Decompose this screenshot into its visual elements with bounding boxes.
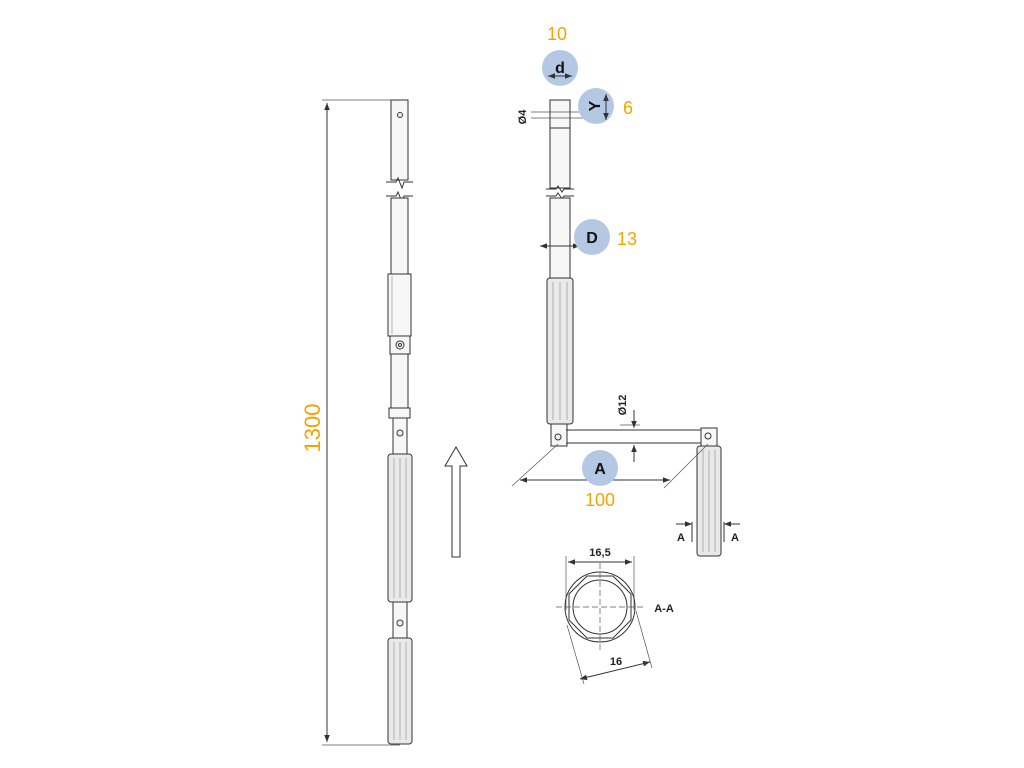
D-badge	[574, 219, 610, 255]
folded-view: 10 d Ø4 Y 6 D 13	[511, 24, 740, 557]
arm-length-dimension: A 100	[511, 443, 709, 510]
sliding-sleeve	[387, 273, 412, 337]
D-value: 13	[617, 229, 637, 249]
d-dimension: 10 d	[542, 24, 578, 86]
full-length-view: 1300	[300, 99, 413, 746]
outer-width-label: 16,5	[589, 547, 610, 559]
y-letter: Y	[587, 100, 604, 111]
total-length-value: 1300	[300, 404, 325, 453]
bottom-joint	[550, 423, 568, 447]
sleeve-clip	[389, 335, 411, 355]
cut-marker-right: A	[731, 532, 739, 544]
total-length-dimension: 1300	[300, 99, 400, 746]
d-value: 10	[547, 24, 567, 44]
section-outer-octagon	[568, 575, 632, 639]
joint-pin-upper	[396, 429, 404, 437]
A-value: 100	[585, 490, 615, 510]
rod-collar	[388, 407, 411, 419]
section-a-a: 16,5 A-A 16	[556, 547, 674, 685]
middle-rod	[390, 197, 409, 275]
A-badge	[582, 450, 618, 486]
y-dimension: Y 6	[578, 88, 633, 124]
D-letter: D	[586, 230, 598, 247]
d-diameter-dimension: D 13	[540, 219, 637, 255]
joint-pin-lower	[396, 619, 404, 627]
rod-top-end	[549, 99, 571, 129]
d-letter: d	[555, 60, 565, 77]
section-cut-markers: A A	[676, 521, 740, 544]
cut-marker-left: A	[677, 532, 685, 544]
A-letter: A	[594, 461, 606, 478]
clip-screw	[395, 340, 405, 350]
pin-diameter-label: Ø12	[617, 395, 629, 416]
section-inner-bore	[572, 579, 628, 635]
assembly-direction-arrow-icon	[444, 446, 468, 558]
break-mark-top	[386, 176, 413, 190]
section-label: A-A	[654, 603, 674, 615]
y-value: 6	[623, 98, 633, 118]
top-hole	[397, 112, 403, 118]
rod-lower-section	[549, 197, 571, 279]
side-joint	[700, 427, 718, 449]
pin-diameter-dimension: Ø12	[617, 395, 637, 462]
lower-rod	[390, 353, 409, 409]
rod-upper-section	[549, 127, 571, 189]
hole-diameter-label: Ø4	[517, 109, 529, 125]
break-mark-bottom	[386, 190, 413, 204]
inner-width-label: 16	[610, 656, 622, 668]
upper-rod	[390, 99, 409, 181]
